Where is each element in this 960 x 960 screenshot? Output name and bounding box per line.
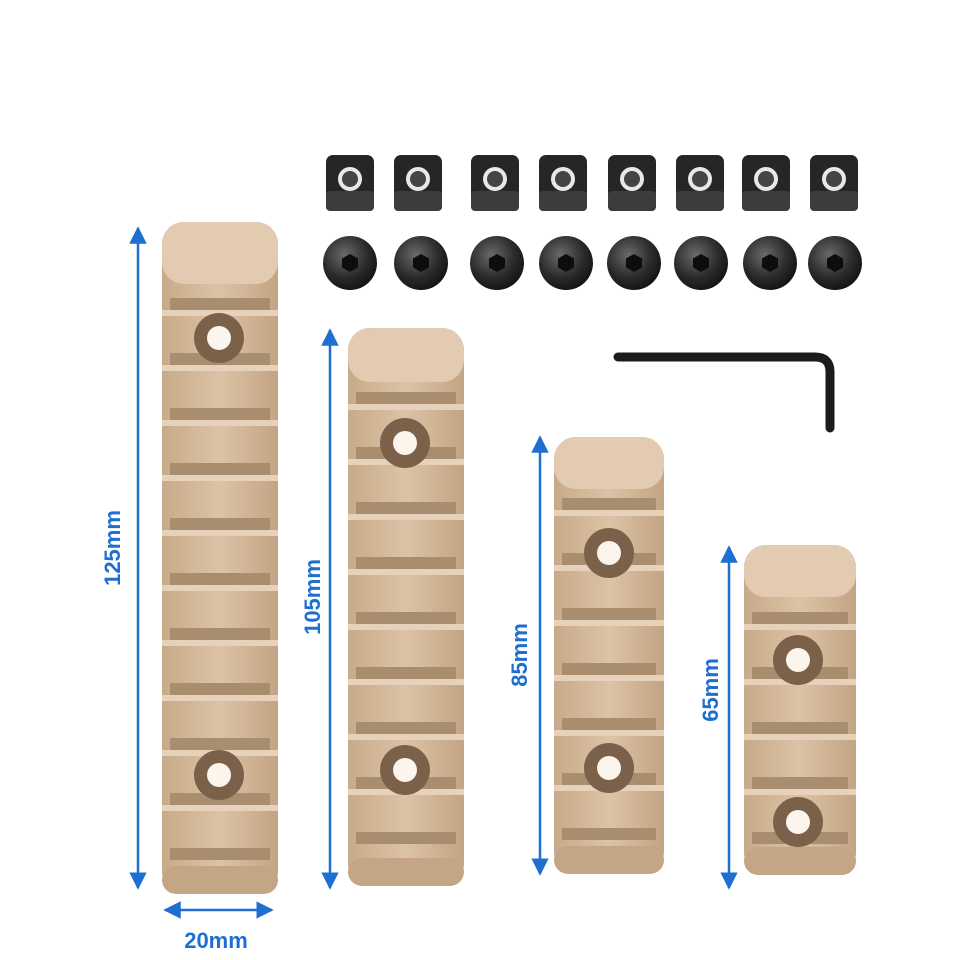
screw bbox=[539, 236, 593, 290]
screw bbox=[808, 236, 862, 290]
t-nut bbox=[471, 155, 519, 211]
screw bbox=[743, 236, 797, 290]
t-nut bbox=[742, 155, 790, 211]
mounting-hole bbox=[194, 313, 244, 363]
dimension-label-20mm: 20mm bbox=[184, 928, 248, 953]
mounting-hole bbox=[773, 635, 823, 685]
mounting-hole bbox=[773, 797, 823, 847]
t-nut bbox=[608, 155, 656, 211]
screw bbox=[470, 236, 524, 290]
dimension-label-125mm: 125mm bbox=[100, 510, 125, 586]
t-nut bbox=[394, 155, 442, 211]
t-nut bbox=[326, 155, 374, 211]
t-nut bbox=[539, 155, 587, 211]
dimension-label-85mm: 85mm bbox=[507, 623, 532, 687]
screw bbox=[607, 236, 661, 290]
t-nut bbox=[676, 155, 724, 211]
mounting-hole bbox=[380, 418, 430, 468]
screw bbox=[323, 236, 377, 290]
mounting-hole bbox=[584, 743, 634, 793]
rail-105mm bbox=[348, 328, 464, 886]
dimension-label-65mm: 65mm bbox=[698, 658, 723, 722]
dimension-arrows bbox=[129, 226, 738, 919]
t-nut-row bbox=[326, 155, 858, 211]
mounting-hole bbox=[380, 745, 430, 795]
dimension-label-105mm: 105mm bbox=[300, 559, 325, 635]
rail-65mm bbox=[744, 545, 856, 875]
screw bbox=[674, 236, 728, 290]
mounting-hole bbox=[194, 750, 244, 800]
rail-125mm bbox=[162, 222, 278, 894]
mounting-hole bbox=[584, 528, 634, 578]
screw-row bbox=[323, 236, 862, 290]
t-nut bbox=[810, 155, 858, 211]
hex-key bbox=[613, 352, 835, 433]
rail-85mm bbox=[554, 437, 664, 874]
screw bbox=[394, 236, 448, 290]
